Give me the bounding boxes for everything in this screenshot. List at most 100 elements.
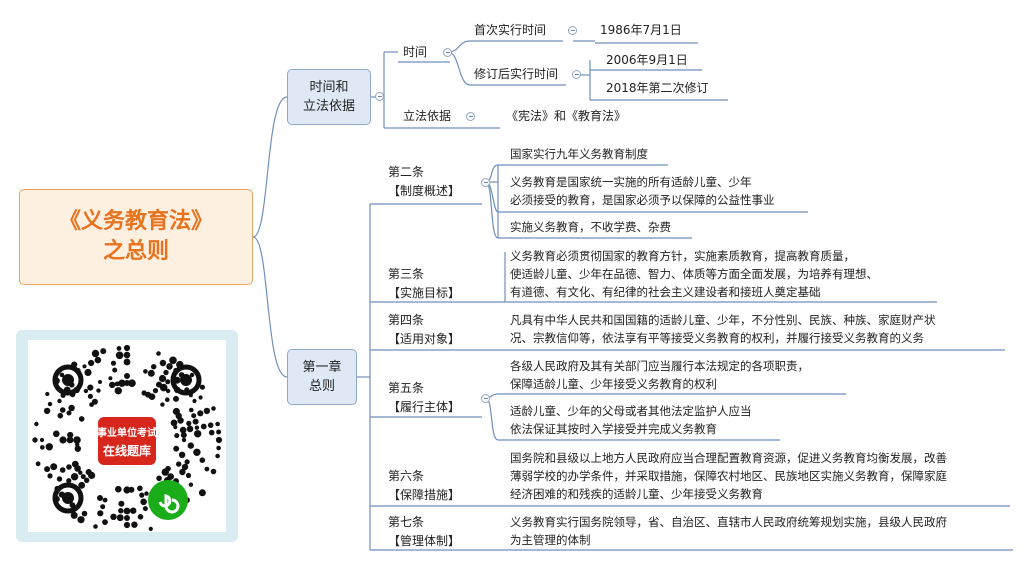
qr-dot	[83, 388, 89, 394]
qr-dot	[118, 500, 125, 507]
qr-dot	[156, 351, 161, 356]
qr-dot	[169, 356, 177, 365]
qr-dot	[80, 474, 86, 480]
revised-date-2: 2018年第二次修订	[606, 81, 709, 95]
qr-dot	[173, 395, 179, 402]
qr-dot	[176, 461, 182, 467]
qr-dot	[194, 425, 200, 430]
qr-dot	[130, 507, 137, 514]
article-3-num: 第三条	[388, 267, 425, 281]
article-5-item-1-line2: 保障适龄儿童、少年接受义务教育的权利	[510, 377, 717, 391]
article-5-num: 第五条	[388, 381, 425, 395]
qr-dot	[216, 445, 221, 451]
qr-dot	[159, 359, 167, 367]
connector-line	[590, 69, 728, 101]
article-7-text-line1: 义务教育实行国务院领导，省、自治区、直辖市人民政府统筹规划实施，县级人民政府	[510, 515, 947, 529]
qr-dot	[215, 436, 223, 444]
qr-dot	[87, 384, 94, 391]
qr-code-card[interactable]: 事业单位考试 在线题库	[16, 330, 238, 542]
qr-dot	[78, 470, 83, 475]
branch-chapter-one[interactable]: 第一章 总则	[287, 349, 357, 405]
qr-finder-center	[62, 492, 74, 504]
qr-label-line2: 在线题库	[103, 443, 151, 458]
qr-dot	[181, 463, 189, 471]
qr-dot	[165, 379, 171, 385]
article-2-item-2-line2: 必须接受的教育，是国家必须予以保障的公益性事业	[510, 193, 775, 207]
qr-dot	[110, 513, 117, 520]
qr-dot	[197, 410, 204, 417]
qr-dot	[139, 492, 145, 498]
qr-dot	[151, 364, 157, 370]
qr-dot	[66, 410, 72, 416]
branch-time-basis-line2: 立法依据	[302, 99, 355, 114]
qr-dot	[144, 491, 149, 496]
article-4-text-line1: 凡具有中华人民共和国国籍的适龄儿童、少年，不分性别、民族、种族、家庭财产状	[510, 313, 936, 327]
qr-dot	[56, 476, 63, 482]
qr-dot	[66, 464, 72, 470]
qr-finder-ring	[170, 364, 202, 396]
branch-time-basis[interactable]: 时间和 立法依据	[287, 69, 371, 125]
qr-dot	[114, 381, 120, 387]
qr-dot	[191, 413, 197, 419]
qr-dot	[156, 475, 162, 482]
qr-dot	[163, 369, 169, 376]
qr-dot	[102, 519, 108, 525]
qr-dot	[166, 363, 173, 370]
qr-dot	[187, 442, 194, 449]
qr-dot	[142, 506, 148, 512]
qr-dot	[186, 420, 192, 426]
qr-dot	[158, 374, 167, 383]
qr-dot	[32, 437, 38, 443]
qr-dot	[210, 468, 217, 475]
qr-dot	[192, 418, 199, 425]
qr-dot	[59, 436, 67, 444]
qr-dot	[78, 481, 86, 489]
qr-dot	[143, 369, 148, 374]
collapse-icon[interactable]	[572, 70, 581, 79]
collapse-icon[interactable]	[481, 178, 490, 187]
root-node[interactable]: 《义务教育法》 之总则	[19, 189, 253, 285]
qr-dot	[123, 344, 131, 352]
connector-line	[485, 393, 846, 399]
qr-dot	[148, 393, 156, 400]
qr-dot	[102, 497, 108, 503]
collapse-icon[interactable]	[443, 48, 452, 57]
qr-dot	[110, 360, 117, 366]
qr-finder-ring	[52, 482, 84, 514]
article-7-tag: 【管理体制】	[388, 534, 461, 548]
qr-dot	[73, 436, 81, 444]
first-implementation-date: 1986年7月1日	[600, 23, 682, 37]
article-6-text-line3: 经济困难的和残疾的适龄儿童、少年接受义务教育	[510, 487, 763, 501]
collapse-icon[interactable]	[481, 394, 490, 403]
qr-dot	[192, 398, 197, 404]
qr-dot	[93, 524, 98, 529]
qr-dot	[115, 485, 122, 493]
qr-dot	[47, 401, 53, 407]
qr-dot	[59, 372, 65, 378]
qr-dot	[128, 379, 136, 387]
qr-dot	[67, 431, 74, 439]
qr-dot	[123, 521, 131, 529]
collapse-icon[interactable]	[568, 26, 577, 35]
qr-dot	[87, 393, 93, 399]
qr-dot	[84, 477, 90, 483]
qr-dot	[109, 381, 116, 389]
qr-dot	[94, 356, 102, 364]
qr-dot	[203, 407, 211, 415]
qr-dot	[71, 460, 79, 468]
qr-dot	[173, 445, 180, 452]
qr-dot	[47, 473, 53, 479]
qr-dot	[97, 495, 103, 501]
collapse-icon[interactable]	[375, 92, 384, 101]
collapse-icon[interactable]	[466, 112, 475, 121]
revised-date-1: 2006年9月1日	[606, 53, 688, 67]
qr-dot	[123, 351, 131, 359]
qr-dot	[216, 429, 222, 435]
qr-dot	[137, 485, 143, 492]
qr-dot	[174, 433, 180, 439]
qr-dot	[148, 526, 153, 531]
first-implementation-label: 首次实行时间	[474, 23, 547, 37]
qr-dot	[140, 498, 147, 506]
qr-dot	[59, 467, 66, 473]
